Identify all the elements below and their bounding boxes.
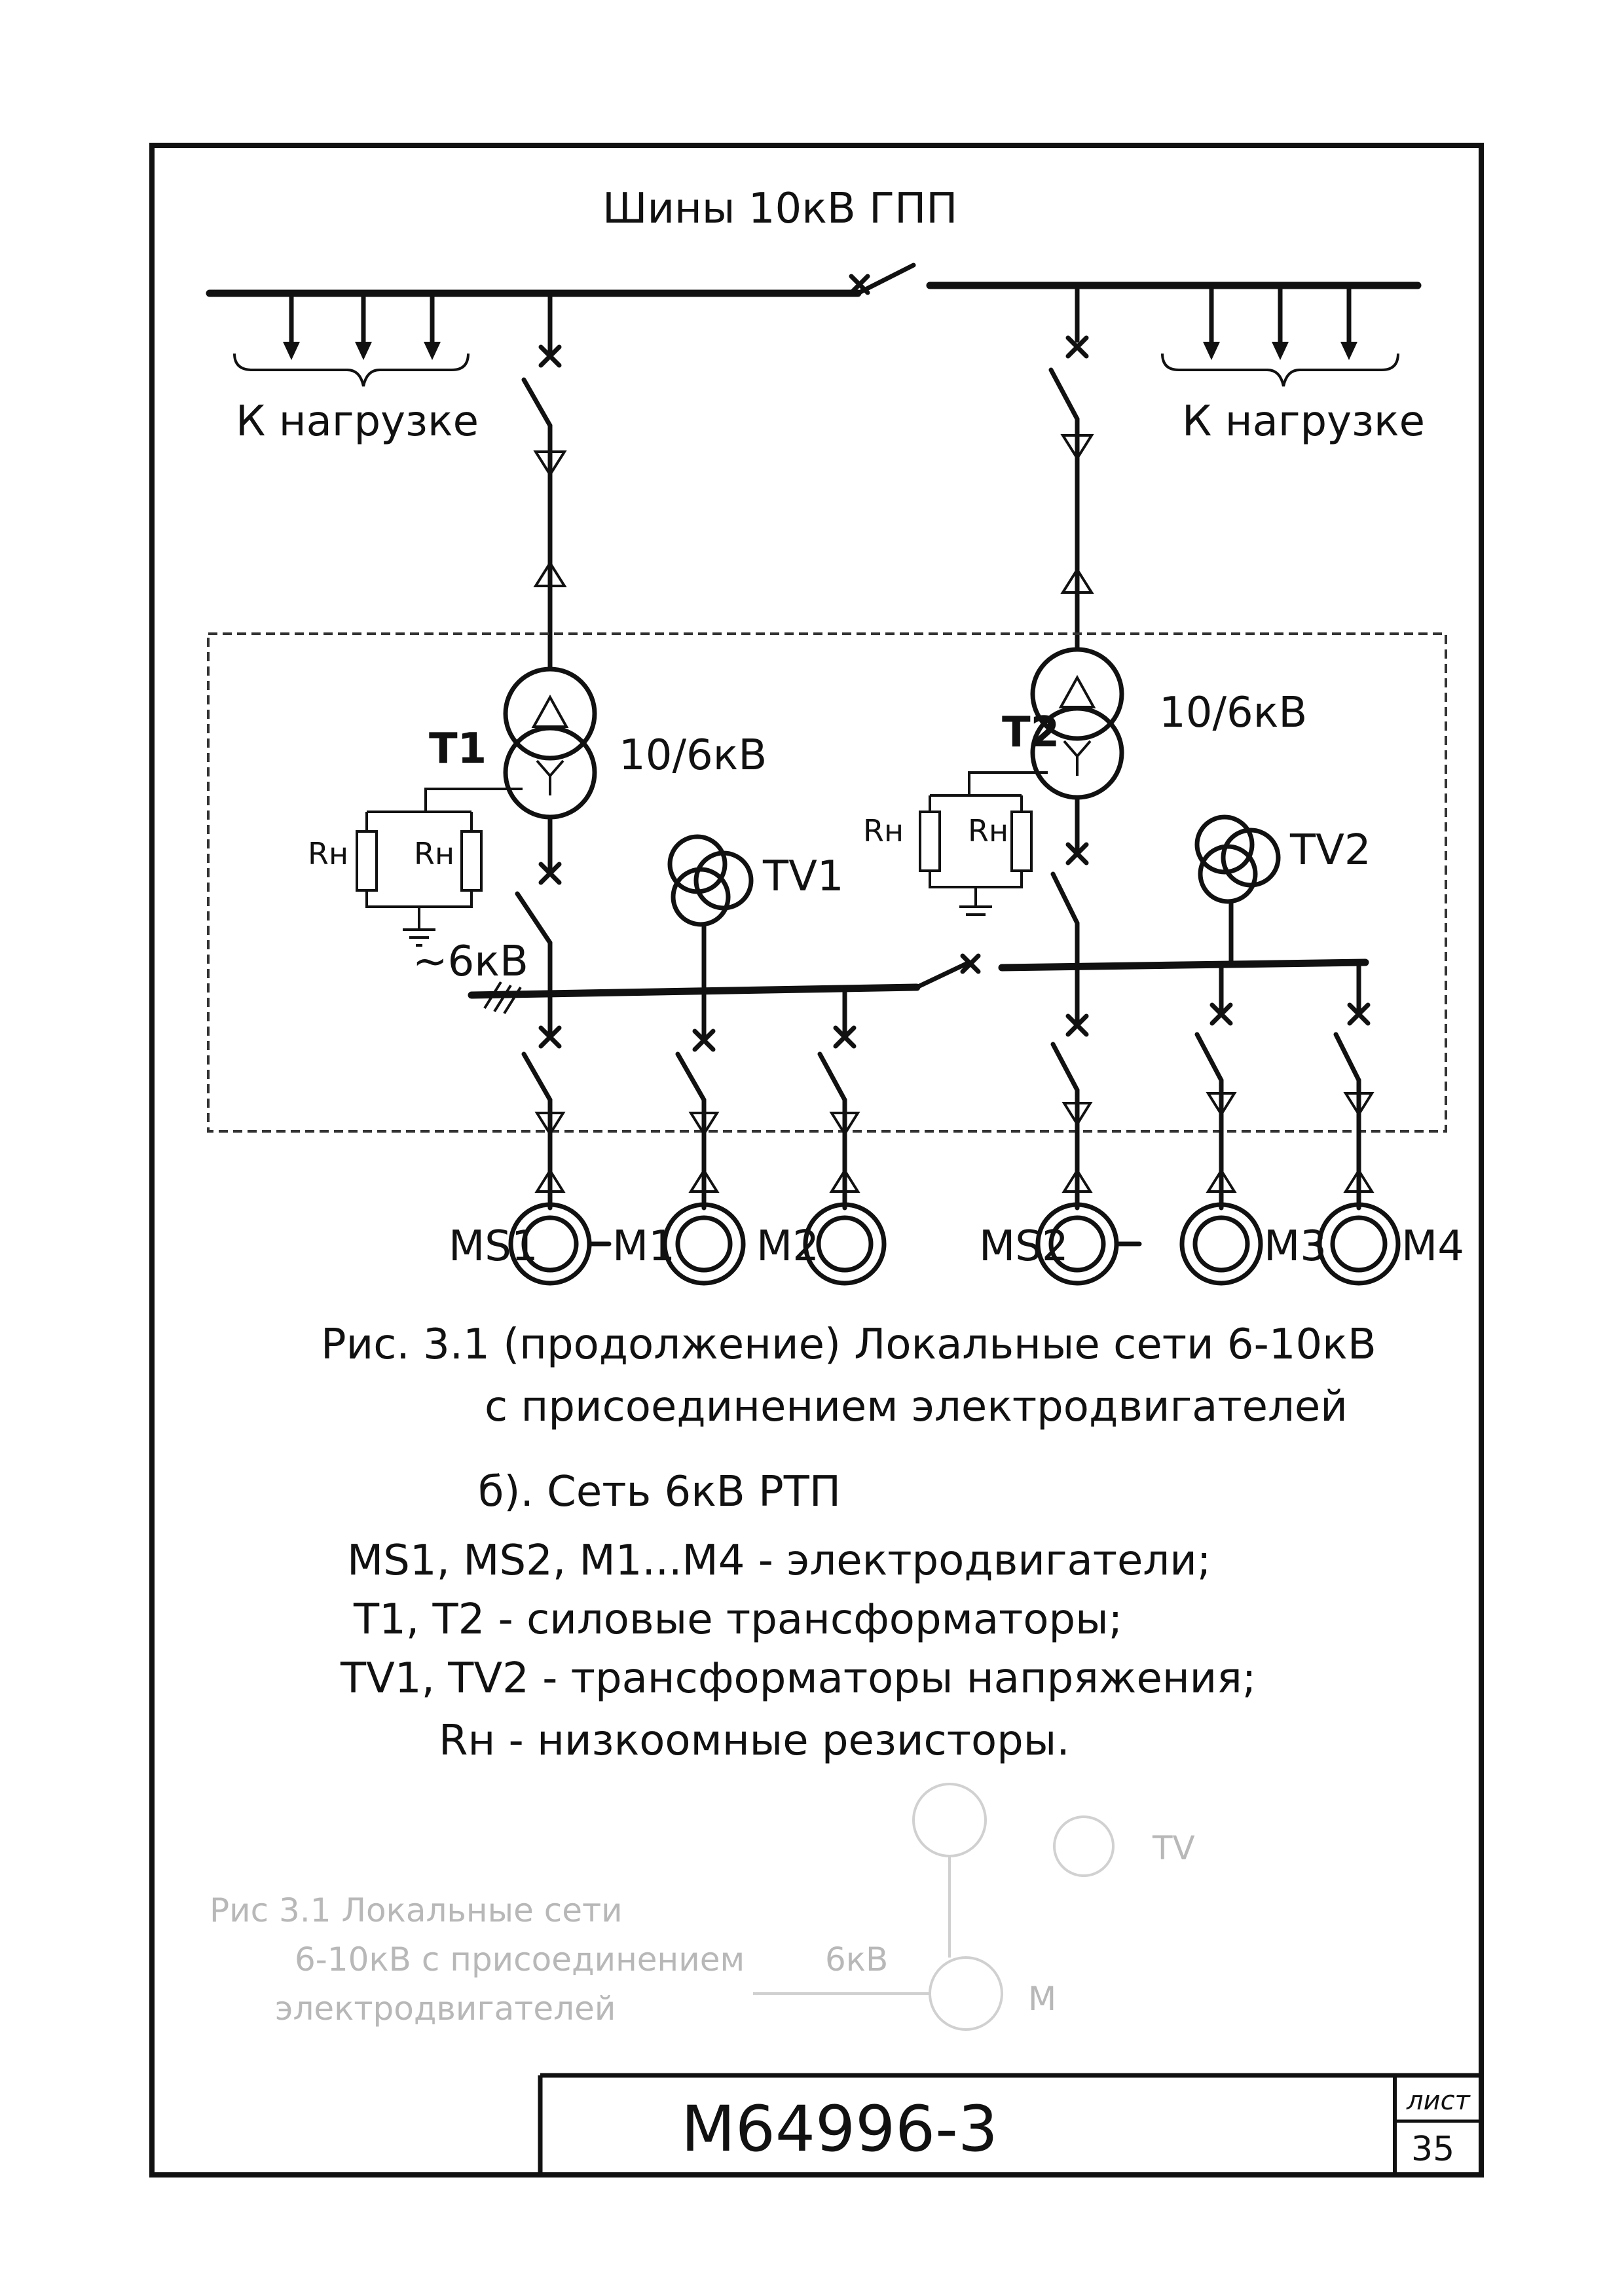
motor-m2 — [803, 1202, 887, 1286]
voltage-transformer-tv2 — [1194, 814, 1281, 966]
bleed-tv: TV — [1152, 1829, 1195, 1867]
legend-line-3: TV1, TV2 - трансформаторы напряжения; — [340, 1654, 1256, 1703]
caption-line-3: б). Сеть 6кВ РТП — [478, 1468, 841, 1516]
motor-ms2 — [1035, 1202, 1142, 1286]
load-arrows-left — [233, 291, 470, 387]
motor-label-ms1: MS1 — [449, 1222, 538, 1271]
rh-label-t2-outer: Rн — [863, 813, 904, 848]
legend-line-1: MS1, MS2, M1...M4 - электродвигатели; — [347, 1537, 1211, 1585]
busbar-10kv — [206, 263, 1422, 297]
t1-lv-switch — [515, 862, 562, 998]
feeder-ms1 — [521, 993, 566, 1211]
feeder-m2 — [817, 987, 860, 1211]
feeder-t1 — [521, 291, 567, 670]
t1-ratio: 10/6кВ — [619, 731, 767, 780]
bleed-caption-1: Рис 3.1 Локальные сети — [210, 1891, 623, 1929]
resistors-t1 — [356, 788, 523, 947]
motor-ms1 — [508, 1202, 612, 1286]
rh-label-t2-inner: Rн — [968, 813, 1008, 848]
bus-6kv-label: ~6кВ — [413, 938, 528, 986]
caption-line-1: Рис. 3.1 (продолжение) Локальные сети 6-… — [321, 1321, 1376, 1369]
feeder-m3 — [1194, 963, 1237, 1211]
transformer-t1 — [503, 666, 597, 877]
page-number: 35 — [1411, 2130, 1454, 2169]
bleed-m: M — [1028, 1980, 1056, 2018]
feeder-m1 — [675, 989, 720, 1211]
voltage-transformer-tv1 — [667, 834, 754, 994]
t1-label: T1 — [429, 725, 487, 773]
bleed-through-sketch — [753, 1783, 1115, 2031]
tv1-label: TV1 — [762, 852, 844, 901]
sheet-label: лист — [1406, 2086, 1471, 2116]
motor-label-m1: M1 — [612, 1222, 675, 1271]
caption-line-2: с присоединением электродвигателей — [485, 1383, 1348, 1431]
rtp-enclosure — [207, 632, 1447, 1133]
resistors-t2 — [919, 771, 1048, 916]
bleed-caption-2: 6-10кВ с присоединением — [295, 1941, 745, 1978]
title-block — [538, 2073, 1481, 2175]
feeder-m4 — [1333, 961, 1375, 1211]
motor-label-m3: M3 — [1264, 1222, 1327, 1271]
transformer-t2 — [1030, 647, 1124, 857]
bleed-caption-3: электродвигателей — [275, 1990, 616, 2028]
bus-title: Шины 10кВ ГПП — [602, 185, 957, 233]
feeder-t2 — [1048, 283, 1094, 651]
t2-lv-switch — [1050, 842, 1089, 972]
load-arrows-right — [1161, 283, 1399, 387]
load-label-right: К нагрузке — [1182, 397, 1425, 446]
motor-m3 — [1179, 1202, 1263, 1286]
t2-label: T2 — [1002, 708, 1060, 757]
outer-frame — [149, 143, 1484, 2178]
motor-label-ms2: MS2 — [979, 1222, 1069, 1271]
motor-feeders — [521, 961, 1375, 1211]
motor-label-m2: M2 — [756, 1222, 819, 1271]
rh-label-t1-inner: Rн — [414, 836, 454, 871]
motor-m4 — [1317, 1202, 1401, 1286]
motor-m1 — [662, 1202, 746, 1286]
doc-number: M64996-3 — [681, 2092, 998, 2166]
motor-label-m4: M4 — [1401, 1222, 1464, 1271]
bleed-6kv: 6кВ — [825, 1941, 888, 1978]
t2-ratio: 10/6кВ — [1159, 689, 1307, 737]
load-label-left: К нагрузке — [236, 397, 479, 446]
busbar-6kv — [468, 953, 1369, 1015]
legend-line-2: T1, T2 - силовые трансформаторы; — [353, 1595, 1122, 1644]
legend-line-4: Rн - низкоомные резисторы. — [439, 1717, 1070, 1765]
feeder-ms2 — [1050, 966, 1093, 1211]
tv2-label: TV2 — [1289, 826, 1371, 875]
rh-label-t1-outer: Rн — [308, 836, 348, 871]
